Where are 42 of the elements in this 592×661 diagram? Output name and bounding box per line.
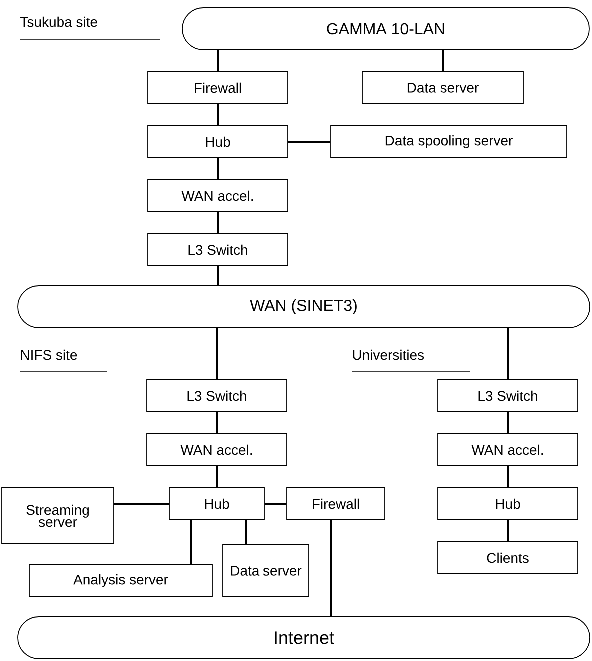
- device-box: Clients: [438, 542, 578, 574]
- device-box: Firewall: [286, 488, 386, 520]
- connector-line: [507, 412, 509, 434]
- device-box: WAN accel.: [438, 434, 578, 466]
- device-box: Analysis server: [29, 564, 213, 598]
- site-heading: Tsukuba site: [20, 16, 98, 28]
- device-box: Data spooling server: [330, 126, 568, 158]
- device-box: Hub: [148, 126, 288, 158]
- device-box: Hub: [438, 488, 578, 520]
- device-box: L3 Switch: [438, 380, 578, 412]
- connector-line: [288, 141, 331, 143]
- connector-line: [442, 50, 444, 72]
- connector-line: [217, 266, 219, 286]
- device-box: L3 Switch: [148, 234, 288, 266]
- device-box: Streaming server: [2, 488, 114, 544]
- device-box: Data server: [222, 544, 310, 598]
- connector-line: [114, 503, 170, 505]
- connector-line: [217, 158, 219, 180]
- device-box: L3 Switch: [146, 380, 288, 412]
- connector-line: [264, 503, 287, 505]
- connector-line: [216, 328, 218, 380]
- connector-line: [507, 328, 509, 380]
- connector-line: [216, 412, 218, 434]
- device-box: Firewall: [148, 72, 288, 104]
- connector-line: [217, 104, 219, 126]
- connector-line: [216, 466, 218, 488]
- site-heading: Universities: [353, 350, 424, 360]
- device-box: WAN accel.: [148, 180, 288, 212]
- device-box: WAN accel.: [146, 434, 288, 466]
- network-band: GAMMA 10-LAN: [182, 8, 590, 50]
- device-box: Data server: [362, 72, 524, 104]
- site-heading: NIFS site: [21, 350, 78, 360]
- connector-line: [330, 520, 332, 617]
- connector-line: [507, 520, 509, 542]
- connector-line: [245, 520, 247, 545]
- connector-line: [507, 466, 509, 488]
- connector-line: [217, 212, 219, 234]
- network-band: Internet: [18, 616, 590, 660]
- device-box: Hub: [169, 488, 265, 520]
- connector-line: [190, 520, 192, 565]
- network-band: WAN (SINET3): [18, 286, 590, 328]
- connector-line: [217, 50, 219, 72]
